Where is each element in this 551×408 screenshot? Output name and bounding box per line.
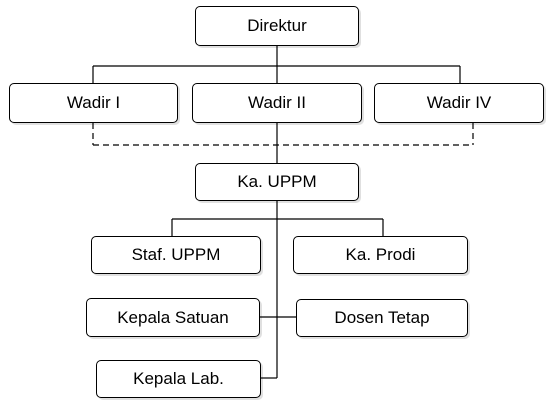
node-wadir-2: Wadir II (192, 83, 362, 123)
node-staf-uppm: Staf. UPPM (91, 236, 261, 274)
node-ka-uppm: Ka. UPPM (195, 163, 359, 201)
node-kepala-lab: Kepala Lab. (96, 360, 261, 398)
node-dosen-tetap: Dosen Tetap (296, 299, 468, 337)
node-wadir-4: Wadir IV (374, 83, 544, 123)
node-ka-prodi: Ka. Prodi (293, 236, 468, 274)
node-wadir-1: Wadir I (9, 83, 178, 123)
node-direktur: Direktur (195, 6, 359, 46)
node-kepala-satuan: Kepala Satuan (86, 298, 260, 337)
